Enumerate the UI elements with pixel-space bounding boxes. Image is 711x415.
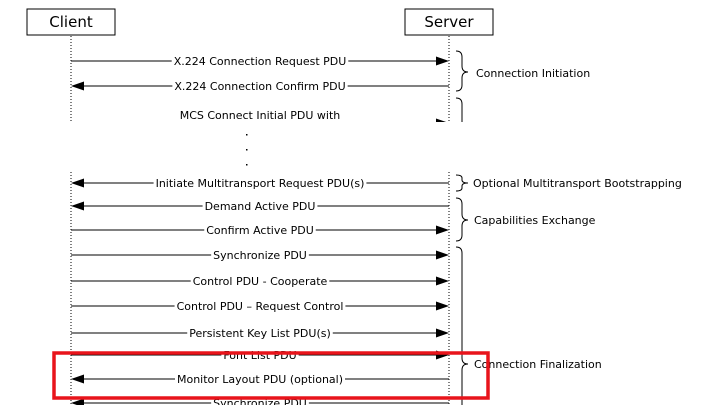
arrowhead-icon: [71, 398, 84, 405]
message-arrow: Control PDU – Request Control: [71, 300, 449, 313]
messages-top: X.224 Connection Request PDU X.224 Connec…: [71, 55, 449, 128]
label-background: [221, 350, 299, 360]
message-arrow: Synchronize PDU: [71, 397, 449, 410]
arrowhead-icon: [436, 56, 449, 66]
fragment-gap: [0, 122, 711, 170]
arrowhead-icon: [71, 178, 84, 188]
message-label: Font List PDU: [223, 349, 296, 362]
message-arrow: X.224 Connection Confirm PDU: [71, 80, 449, 93]
omission-marks: [246, 134, 248, 166]
message-arrow: Persistent Key List PDU(s): [71, 327, 449, 340]
arrowhead-icon: [436, 301, 449, 311]
message-label: Demand Active PDU: [205, 200, 316, 213]
message-arrow: Confirm Active PDU: [71, 224, 449, 237]
participant-client: Client: [26, 8, 116, 36]
message-label: Control PDU - Cooperate: [193, 275, 328, 288]
server-label: Server: [424, 13, 474, 31]
arrowhead-icon: [436, 250, 449, 260]
label-background: [190, 276, 330, 286]
participant-server: Server: [404, 8, 494, 36]
brace-multitransport: [455, 174, 469, 192]
message-arrow: Control PDU - Cooperate: [71, 275, 449, 288]
brace-capabilities: [455, 197, 469, 242]
omission-dot: [246, 164, 248, 166]
message-label: X.224 Connection Confirm PDU: [174, 80, 345, 93]
label-background: [187, 328, 333, 338]
message-label: Synchronize PDU: [213, 249, 307, 262]
phase-labels: Connection Initiation Optional Multitran…: [473, 67, 682, 371]
arrowhead-icon: [71, 374, 84, 384]
message-label: Synchronize PDU: [213, 397, 307, 410]
brace-finalization: [455, 246, 469, 405]
message-label: MCS Connect Initial PDU with: [180, 109, 341, 122]
label-background: [172, 81, 348, 91]
message-arrow: Demand Active PDU: [71, 200, 449, 213]
message-label: Confirm Active PDU: [206, 224, 314, 237]
label-background: [204, 225, 316, 235]
highlight-box: [52, 351, 490, 400]
message-arrow: Font List PDU: [71, 349, 449, 362]
omission-dot: [246, 134, 248, 136]
arrowhead-icon: [436, 225, 449, 235]
label-background: [211, 250, 309, 260]
client-label: Client: [49, 13, 93, 31]
omission-dot: [246, 149, 248, 151]
brace-truncated: [455, 97, 463, 122]
phase-label: Capabilities Exchange: [474, 214, 596, 227]
message-arrow: X.224 Connection Request PDU: [71, 55, 449, 68]
message-label: Persistent Key List PDU(s): [189, 327, 331, 340]
phase-label: Optional Multitransport Bootstrapping: [473, 177, 682, 190]
phase-label: Connection Initiation: [476, 67, 590, 80]
server-box: [404, 8, 494, 36]
label-background: [171, 56, 349, 66]
message-label: Control PDU – Request Control: [177, 300, 344, 313]
arrowhead-icon: [436, 328, 449, 338]
message-arrow: Initiate Multitransport Request PDU(s): [71, 177, 449, 190]
message-label: Monitor Layout PDU (optional): [177, 373, 343, 386]
label-background: [153, 178, 367, 188]
label-background: [202, 201, 318, 211]
phase-braces: [455, 50, 469, 405]
arrowhead-icon: [71, 201, 84, 211]
label-background: [174, 301, 346, 311]
label-background: [174, 374, 346, 384]
message-arrow: Synchronize PDU: [71, 249, 449, 262]
message-arrow: Monitor Layout PDU (optional): [71, 373, 449, 386]
client-box: [26, 8, 116, 36]
brace-connection-initiation: [455, 50, 469, 92]
messages-bottom: Initiate Multitransport Request PDU(s) De…: [71, 177, 449, 410]
phase-label: Connection Finalization: [474, 358, 602, 371]
arrowhead-icon: [71, 81, 84, 91]
message-label: Initiate Multitransport Request PDU(s): [156, 177, 365, 190]
arrowhead-icon: [436, 276, 449, 286]
message-label: X.224 Connection Request PDU: [174, 55, 347, 68]
label-background: [211, 398, 309, 405]
